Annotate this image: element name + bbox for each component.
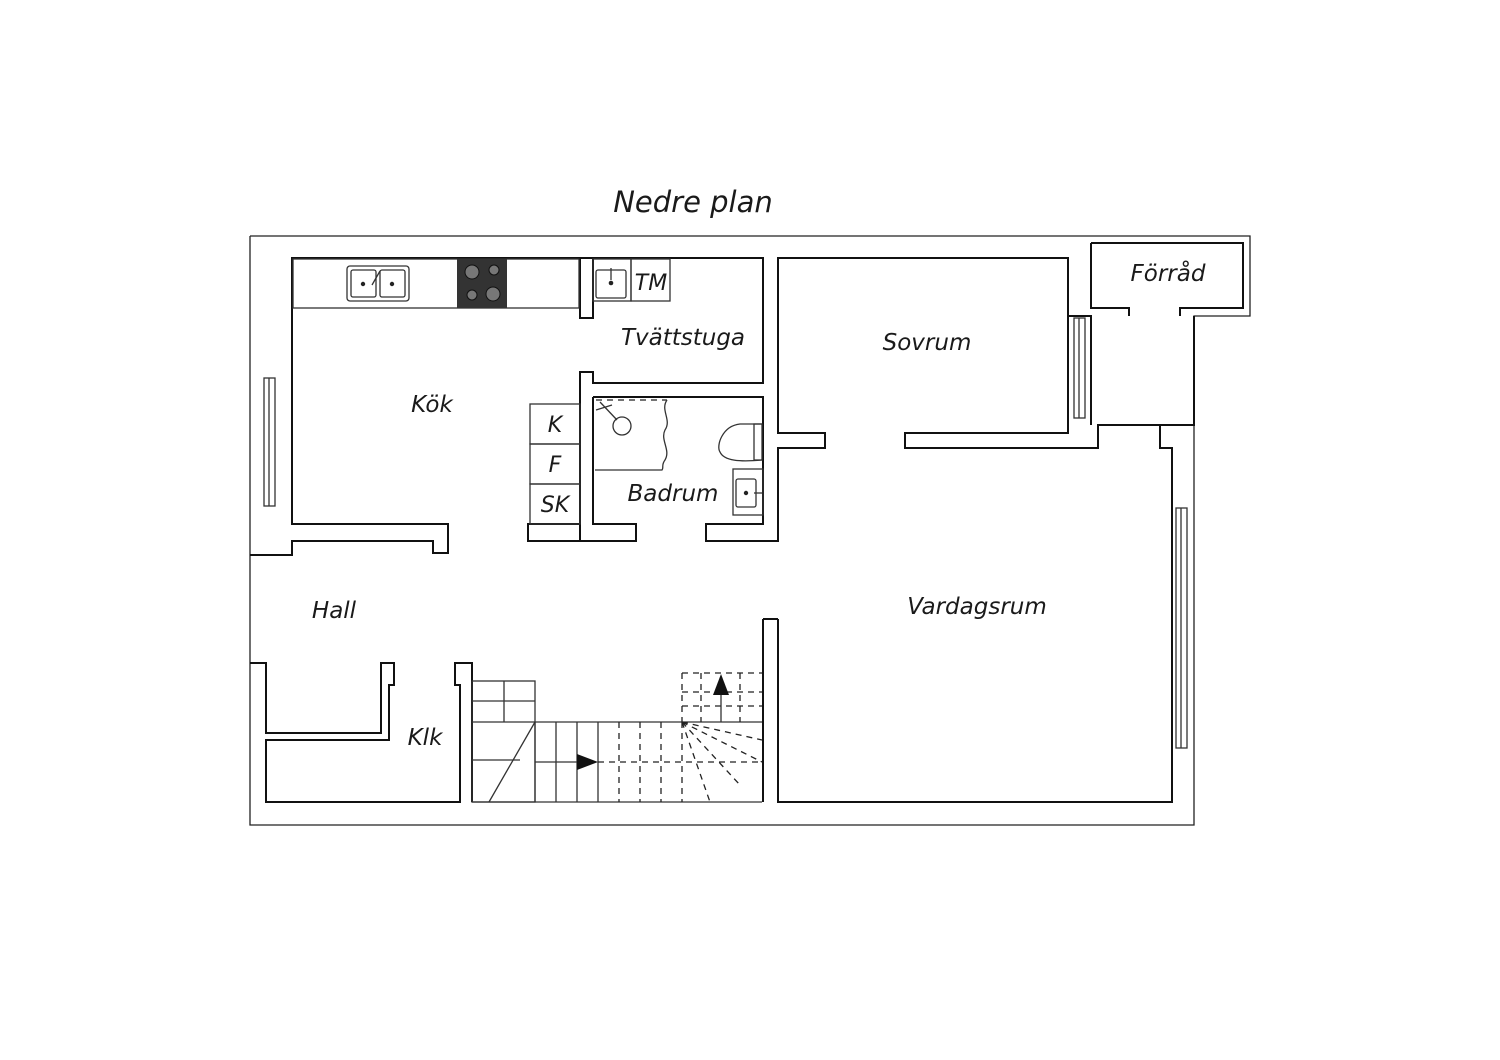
staircase xyxy=(471,672,763,803)
label-kok: Kök xyxy=(411,392,454,418)
toilet-icon xyxy=(718,423,763,462)
shower-icon xyxy=(595,399,668,471)
plan-title: Nedre plan xyxy=(613,185,773,219)
laundry-fixtures xyxy=(592,258,671,302)
label-vardagsrum: Vardagsrum xyxy=(907,594,1047,620)
bathroom-fixtures xyxy=(595,399,764,516)
arrow-right-icon xyxy=(577,754,598,770)
arrow-up-icon xyxy=(713,674,729,695)
kitchen-counter xyxy=(292,258,580,309)
label-f: F xyxy=(549,453,562,478)
label-hall: Hall xyxy=(312,598,357,624)
room-labels: Kök Tvättstuga TM Sovrum Förråd Badrum H… xyxy=(312,259,1206,751)
washing-machine-icon xyxy=(630,258,671,302)
washbasin-icon xyxy=(732,468,764,516)
sink-icon xyxy=(346,265,410,302)
interior-walls xyxy=(250,242,1244,803)
label-tm: TM xyxy=(635,271,667,296)
label-sk: SK xyxy=(541,493,571,518)
label-sovrum: Sovrum xyxy=(883,330,972,356)
windows xyxy=(263,317,1188,749)
stove-icon xyxy=(457,259,507,308)
label-forrad: Förråd xyxy=(1131,259,1206,287)
label-tvattstuga: Tvättstuga xyxy=(621,325,745,351)
label-badrum: Badrum xyxy=(628,481,719,507)
label-klk: Klk xyxy=(408,725,444,751)
appliance-column xyxy=(529,403,581,525)
label-k: K xyxy=(548,413,564,438)
